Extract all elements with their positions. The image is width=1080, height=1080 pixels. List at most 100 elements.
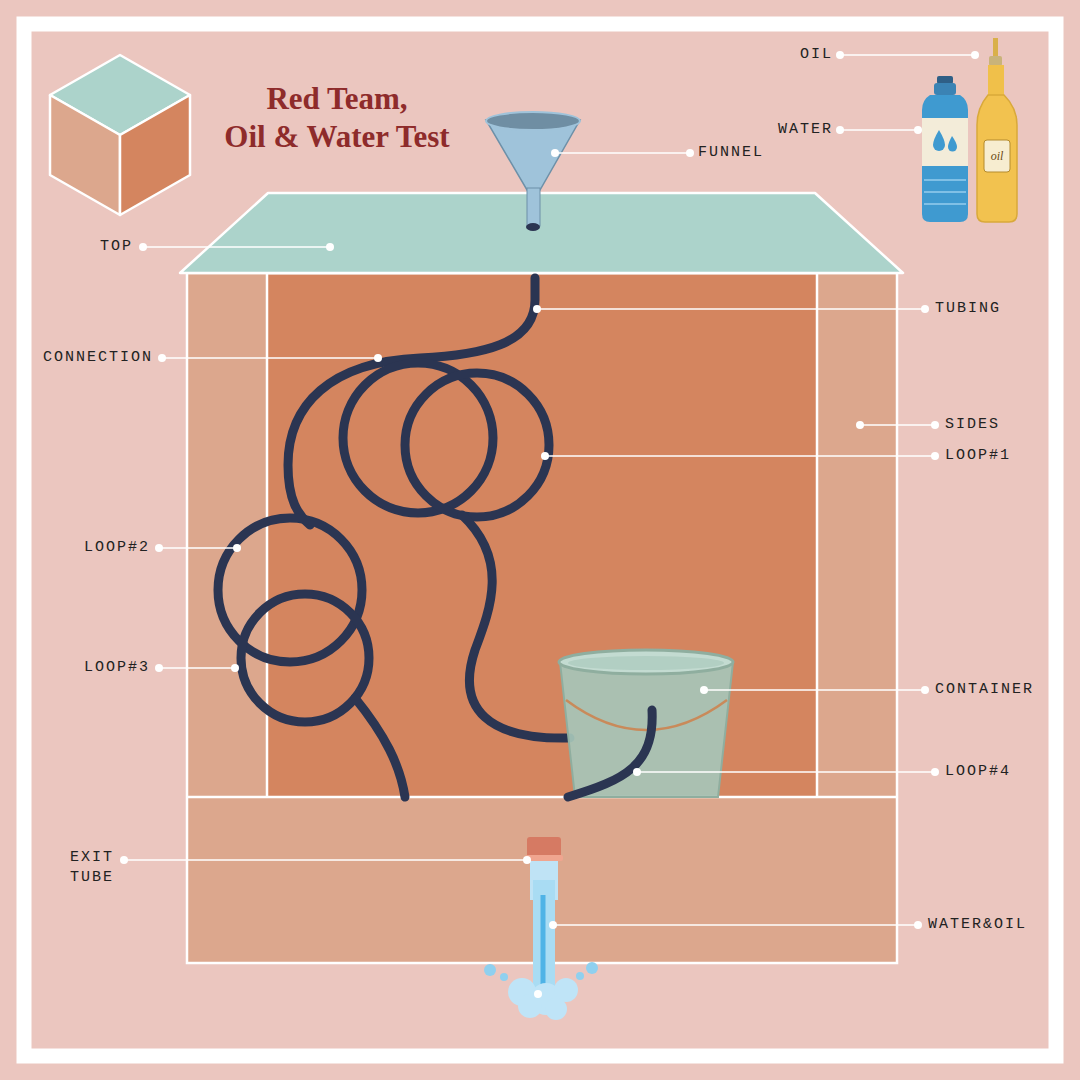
container-bucket [559,650,733,797]
water-splash-part [534,990,542,998]
leader-lines-part [971,51,979,59]
leader-lines-part [158,354,166,362]
leader-lines-part [704,689,925,691]
part-label: CONTAINER [935,680,1034,700]
leader-lines-part [326,243,334,251]
tubing-loop4 [568,710,652,797]
water-bottle-part [948,136,957,152]
diagram-title: Red Team, Oil & Water Test [177,80,497,156]
leader-lines-part [374,354,382,362]
leader-lines-part [633,768,641,776]
leader-lines-part [537,308,925,310]
leader-lines [120,51,979,929]
water-bottle-part [922,118,968,166]
part-label: FUNNEL [698,143,764,163]
tubing-part [405,373,549,517]
leader-lines-part [914,921,922,929]
leader-lines-part [159,667,235,669]
leader-lines-part [545,455,935,457]
part-label: LOOP#4 [945,762,1011,782]
leader-lines-part [139,243,147,251]
box-body-part [816,273,819,797]
part-label: TOP [100,237,133,257]
oil-bottle-part [993,38,998,58]
exit-tube-part [533,880,555,990]
water-bottle-part [937,76,953,84]
cube-icon [50,55,190,215]
leader-lines-part [551,149,559,157]
leader-lines-part [124,859,527,861]
part-label: LOOP#2 [84,538,150,558]
funnel-part [527,188,540,226]
part-label: WATER&OIL [928,915,1027,935]
leader-lines-part [931,452,939,460]
leader-lines-part [155,544,163,552]
leader-lines-part [533,305,541,313]
water-bottle-part [933,130,945,151]
exit-tube-part [541,895,546,985]
oil-bottle-part [988,65,1004,95]
container-bucket-part [559,650,733,674]
water-splash-part [545,998,567,1020]
tubing-part [462,515,570,738]
leader-lines-part [860,424,935,426]
leader-lines-part [931,768,939,776]
oil-bottle [977,38,1017,222]
leader-lines-part [159,547,237,549]
water-bottle-part [922,95,968,222]
oil-bottle-part [984,140,1010,172]
leader-lines-part [856,421,864,429]
leader-lines-part [155,664,163,672]
water-bottle-part [924,191,966,193]
leader-lines-part [914,126,922,134]
tubing-part [241,594,369,722]
leader-lines-part [231,664,239,672]
tubing [218,278,570,797]
water-bottle [922,76,968,222]
leader-lines-part [553,924,918,926]
container-bucket-part [568,656,724,670]
leader-lines-part [523,856,531,864]
leader-lines-part [555,152,690,154]
leader-lines-part [120,856,128,864]
leader-lines-part [921,305,929,313]
container-bucket-part [560,662,733,797]
container-bucket-part [566,700,727,730]
leader-lines-part [541,452,549,460]
leader-lines-part [836,126,844,134]
funnel-part [486,112,580,130]
water-splash-part [586,962,598,974]
water-bottle-part [924,179,966,181]
oil-bottle-part [989,56,1002,66]
part-label: LOOP#3 [84,658,150,678]
leader-lines-part [840,54,975,56]
box-body-part [187,796,897,799]
part-label: SIDES [945,415,1000,435]
water-splash [484,962,598,1020]
bottle-label-text: oil [991,149,1004,163]
leader-lines-part [931,421,939,429]
part-label: LOOP#1 [945,446,1011,466]
water-bottle-part [924,203,966,205]
box-body-part [266,273,269,797]
leader-lines-part [549,921,557,929]
water-splash-part [500,973,508,981]
part-label: OIL [800,45,833,65]
leader-lines-part [233,544,241,552]
part-label: WATER [778,120,833,140]
cube-icon-part [120,95,190,215]
frame [24,24,1056,1056]
leader-lines-part [637,771,935,773]
water-bottle-part [934,83,956,95]
box-body-part [267,275,817,797]
leader-lines-part [700,686,708,694]
funnel [486,112,580,231]
leader-lines-part [162,357,378,359]
funnel-part [526,223,540,231]
leader-lines-part [143,246,330,248]
box-top [180,193,903,273]
tubing-part [355,698,405,797]
